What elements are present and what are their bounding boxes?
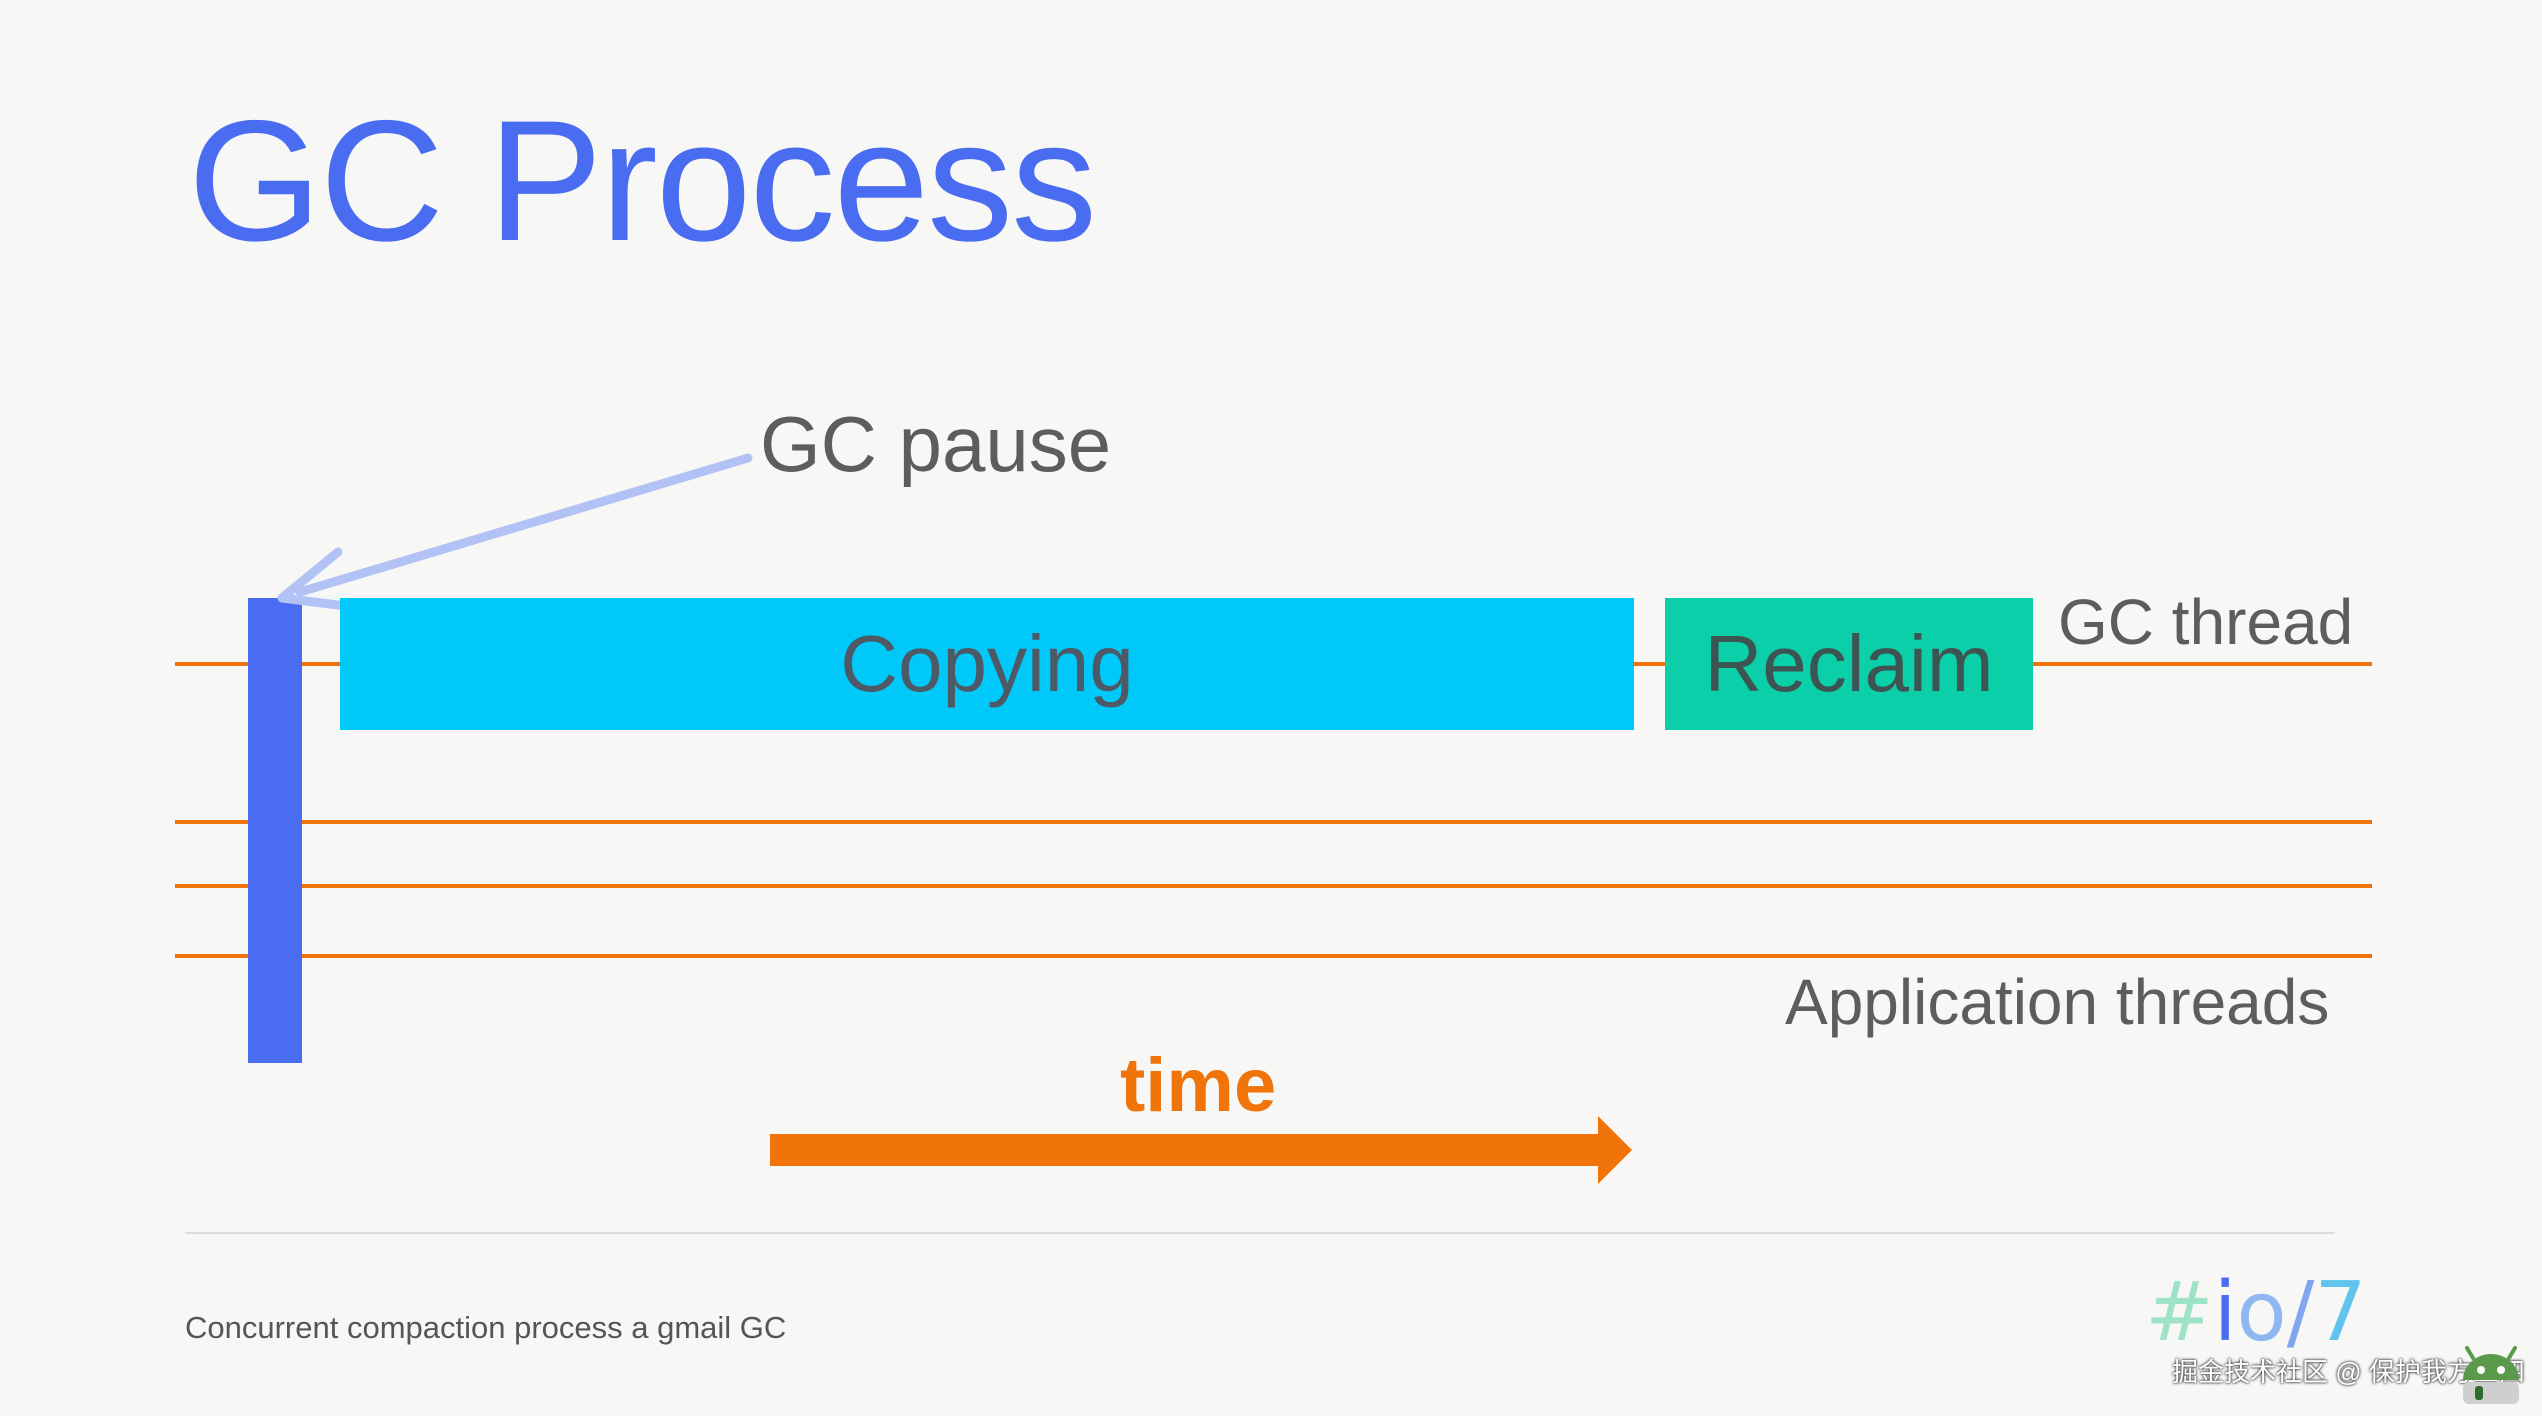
io17-logo: #io/7 [2145, 1272, 2367, 1354]
reclaim-phase-box: Reclaim [1665, 598, 2033, 730]
logo-i: i [2213, 1265, 2237, 1360]
gc-pause-label: GC pause [760, 400, 1112, 488]
footer-divider [185, 1232, 2335, 1234]
logo-bar: / [2286, 1265, 2315, 1360]
slide-title: GC Process [188, 85, 1097, 277]
time-arrow-shaft [770, 1134, 1600, 1166]
time-arrow-head [1598, 1116, 1632, 1184]
gc-thread-label: GC thread [2058, 586, 2354, 658]
logo-o: o [2236, 1265, 2287, 1360]
time-label: time [1120, 1043, 1277, 1128]
logo-seven: 7 [2314, 1265, 2367, 1360]
footer-caption: Concurrent compaction process a gmail GC [185, 1310, 787, 1345]
copying-phase-box: Copying [340, 598, 1634, 730]
android-icon [2463, 1346, 2519, 1404]
logo-hash: # [2145, 1265, 2214, 1360]
copying-phase-label: Copying [840, 619, 1134, 708]
gc-pause-arrow-head [277, 547, 351, 611]
gc-pause-bar [248, 598, 302, 1063]
gc-pause-arrow-shaft [295, 453, 753, 597]
application-threads-label: Application threads [1785, 966, 2330, 1038]
reclaim-phase-label: Reclaim [1704, 619, 1994, 708]
